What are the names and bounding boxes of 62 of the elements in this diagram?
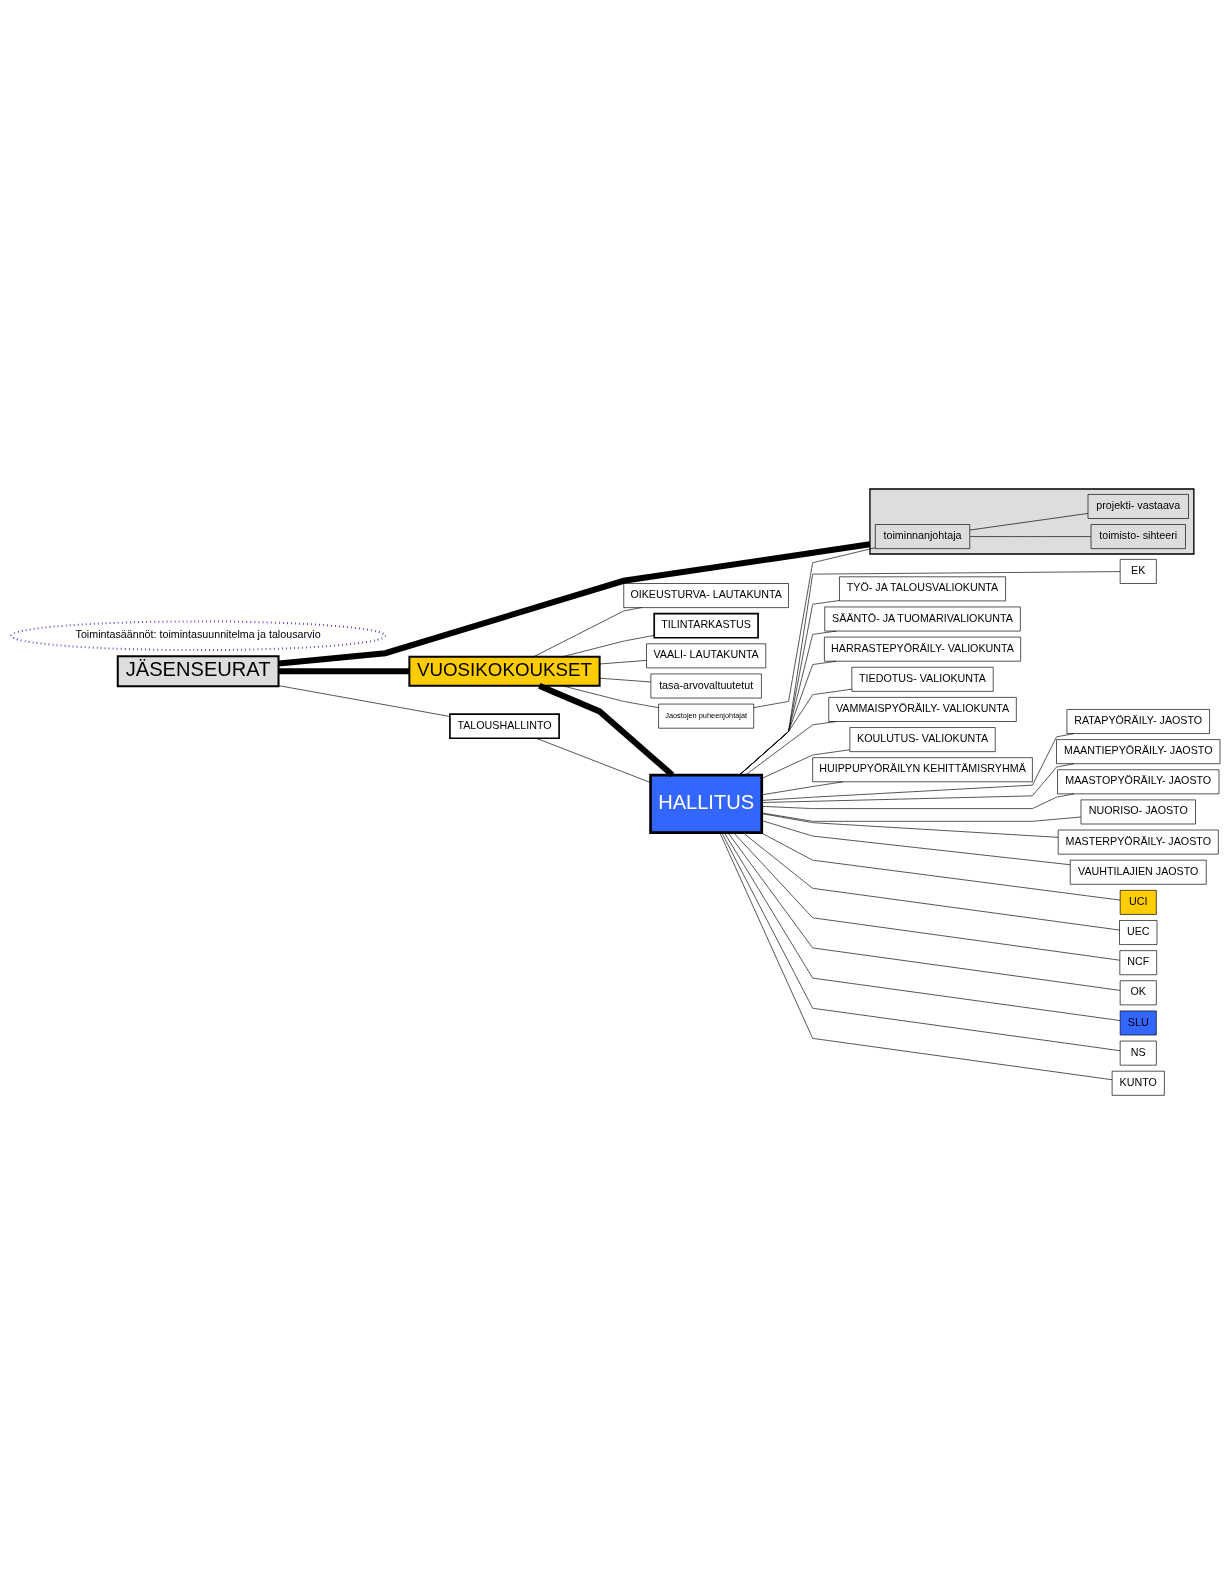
connector: [536, 737, 651, 783]
connector: [761, 748, 850, 779]
connector: [969, 535, 1092, 537]
node-box: MASTERPYÖRÄILY- JAOSTO: [1057, 829, 1219, 854]
node-box: KOULUTUS- VALIOKUNTA: [849, 726, 996, 752]
connector: [599, 659, 647, 664]
connector: [278, 684, 451, 717]
node-box: VAALI- LAUTAKUNTA: [646, 642, 767, 668]
node-box: projekti- vastaava: [1087, 493, 1189, 519]
node-box: SÄÄNTÖ- JA TUOMARIVALIOKUNTA: [824, 606, 1021, 631]
node-box: NUORISO- JAOSTO: [1080, 799, 1196, 824]
node-box: OIKEUSTURVA- LAUTAKUNTA: [623, 582, 789, 608]
node-box: SLU: [1119, 1010, 1157, 1035]
connector: [761, 819, 1071, 865]
connector: [742, 831, 1120, 930]
node-box: VUOSIKOKOUKSET: [408, 655, 601, 687]
node-box: TIEDOTUS- VALIOKUNTA: [851, 666, 994, 692]
node-ellipse: Toimintasäännöt: toimintasuunnitelma ja talousarvio: [10, 619, 387, 651]
connector: [761, 793, 1075, 809]
connector: [761, 812, 1081, 822]
connector: [733, 832, 1120, 961]
connector: [969, 512, 1089, 530]
connector: [745, 720, 837, 775]
node-box: HALLITUS: [649, 773, 764, 834]
node-box: UEC: [1119, 919, 1158, 945]
node-box: RATAPYÖRÄILY- JAOSTO: [1066, 708, 1210, 734]
node-box: toiminnanjohtaja: [874, 523, 971, 549]
node-box: MAANTIEPYÖRÄILY- JAOSTO: [1056, 738, 1221, 764]
node-box: EK: [1119, 558, 1157, 584]
node-box: toimisto- sihteeri: [1090, 523, 1186, 549]
node-box: Jaostojen puheenjohtajat: [658, 703, 755, 729]
node-box: UCI: [1119, 889, 1157, 915]
node-box: HUIPPUPYÖRÄILYN KEHITTÄMISRYHMÄ: [812, 756, 1033, 782]
connector: [561, 684, 659, 708]
node-box: HARRASTEPYÖRÄILY- VALIOKUNTA: [824, 636, 1021, 662]
connector: [761, 732, 1075, 801]
connector: [599, 677, 652, 682]
connector: [538, 682, 675, 777]
node-box: OK: [1119, 979, 1157, 1005]
connector: [278, 540, 871, 666]
node-box: KUNTO: [1111, 1070, 1165, 1096]
cluster: [869, 487, 1195, 555]
node-box: JÄSENSEURAT: [116, 654, 280, 687]
connector: [761, 762, 1075, 803]
node-box: NS: [1119, 1040, 1157, 1065]
connector: [760, 832, 1121, 900]
node-box: VAMMAISPYÖRÄILY- VALIOKUNTA: [828, 696, 1017, 722]
node-box: VAUHTILAJIEN JAOSTO: [1069, 859, 1207, 885]
connector: [761, 781, 844, 795]
node-box: tasa-arvovaltuutetut: [650, 673, 762, 698]
connector: [533, 606, 642, 657]
node-box: NCF: [1119, 949, 1157, 975]
node-box: TILINTARKASTUS: [653, 612, 759, 639]
node-box: TYÖ- JA TALOUSVALIOKUNTA: [839, 575, 1006, 601]
connector: [727, 832, 1121, 991]
node-box: MAASTOPYÖRÄILY- JAOSTO: [1057, 768, 1220, 794]
connector: [753, 546, 876, 708]
connector: [739, 570, 1121, 775]
connector: [761, 812, 1059, 838]
node-box: TALOUSHALLINTO: [449, 712, 560, 739]
connector: [561, 634, 655, 657]
connector: [278, 667, 410, 674]
